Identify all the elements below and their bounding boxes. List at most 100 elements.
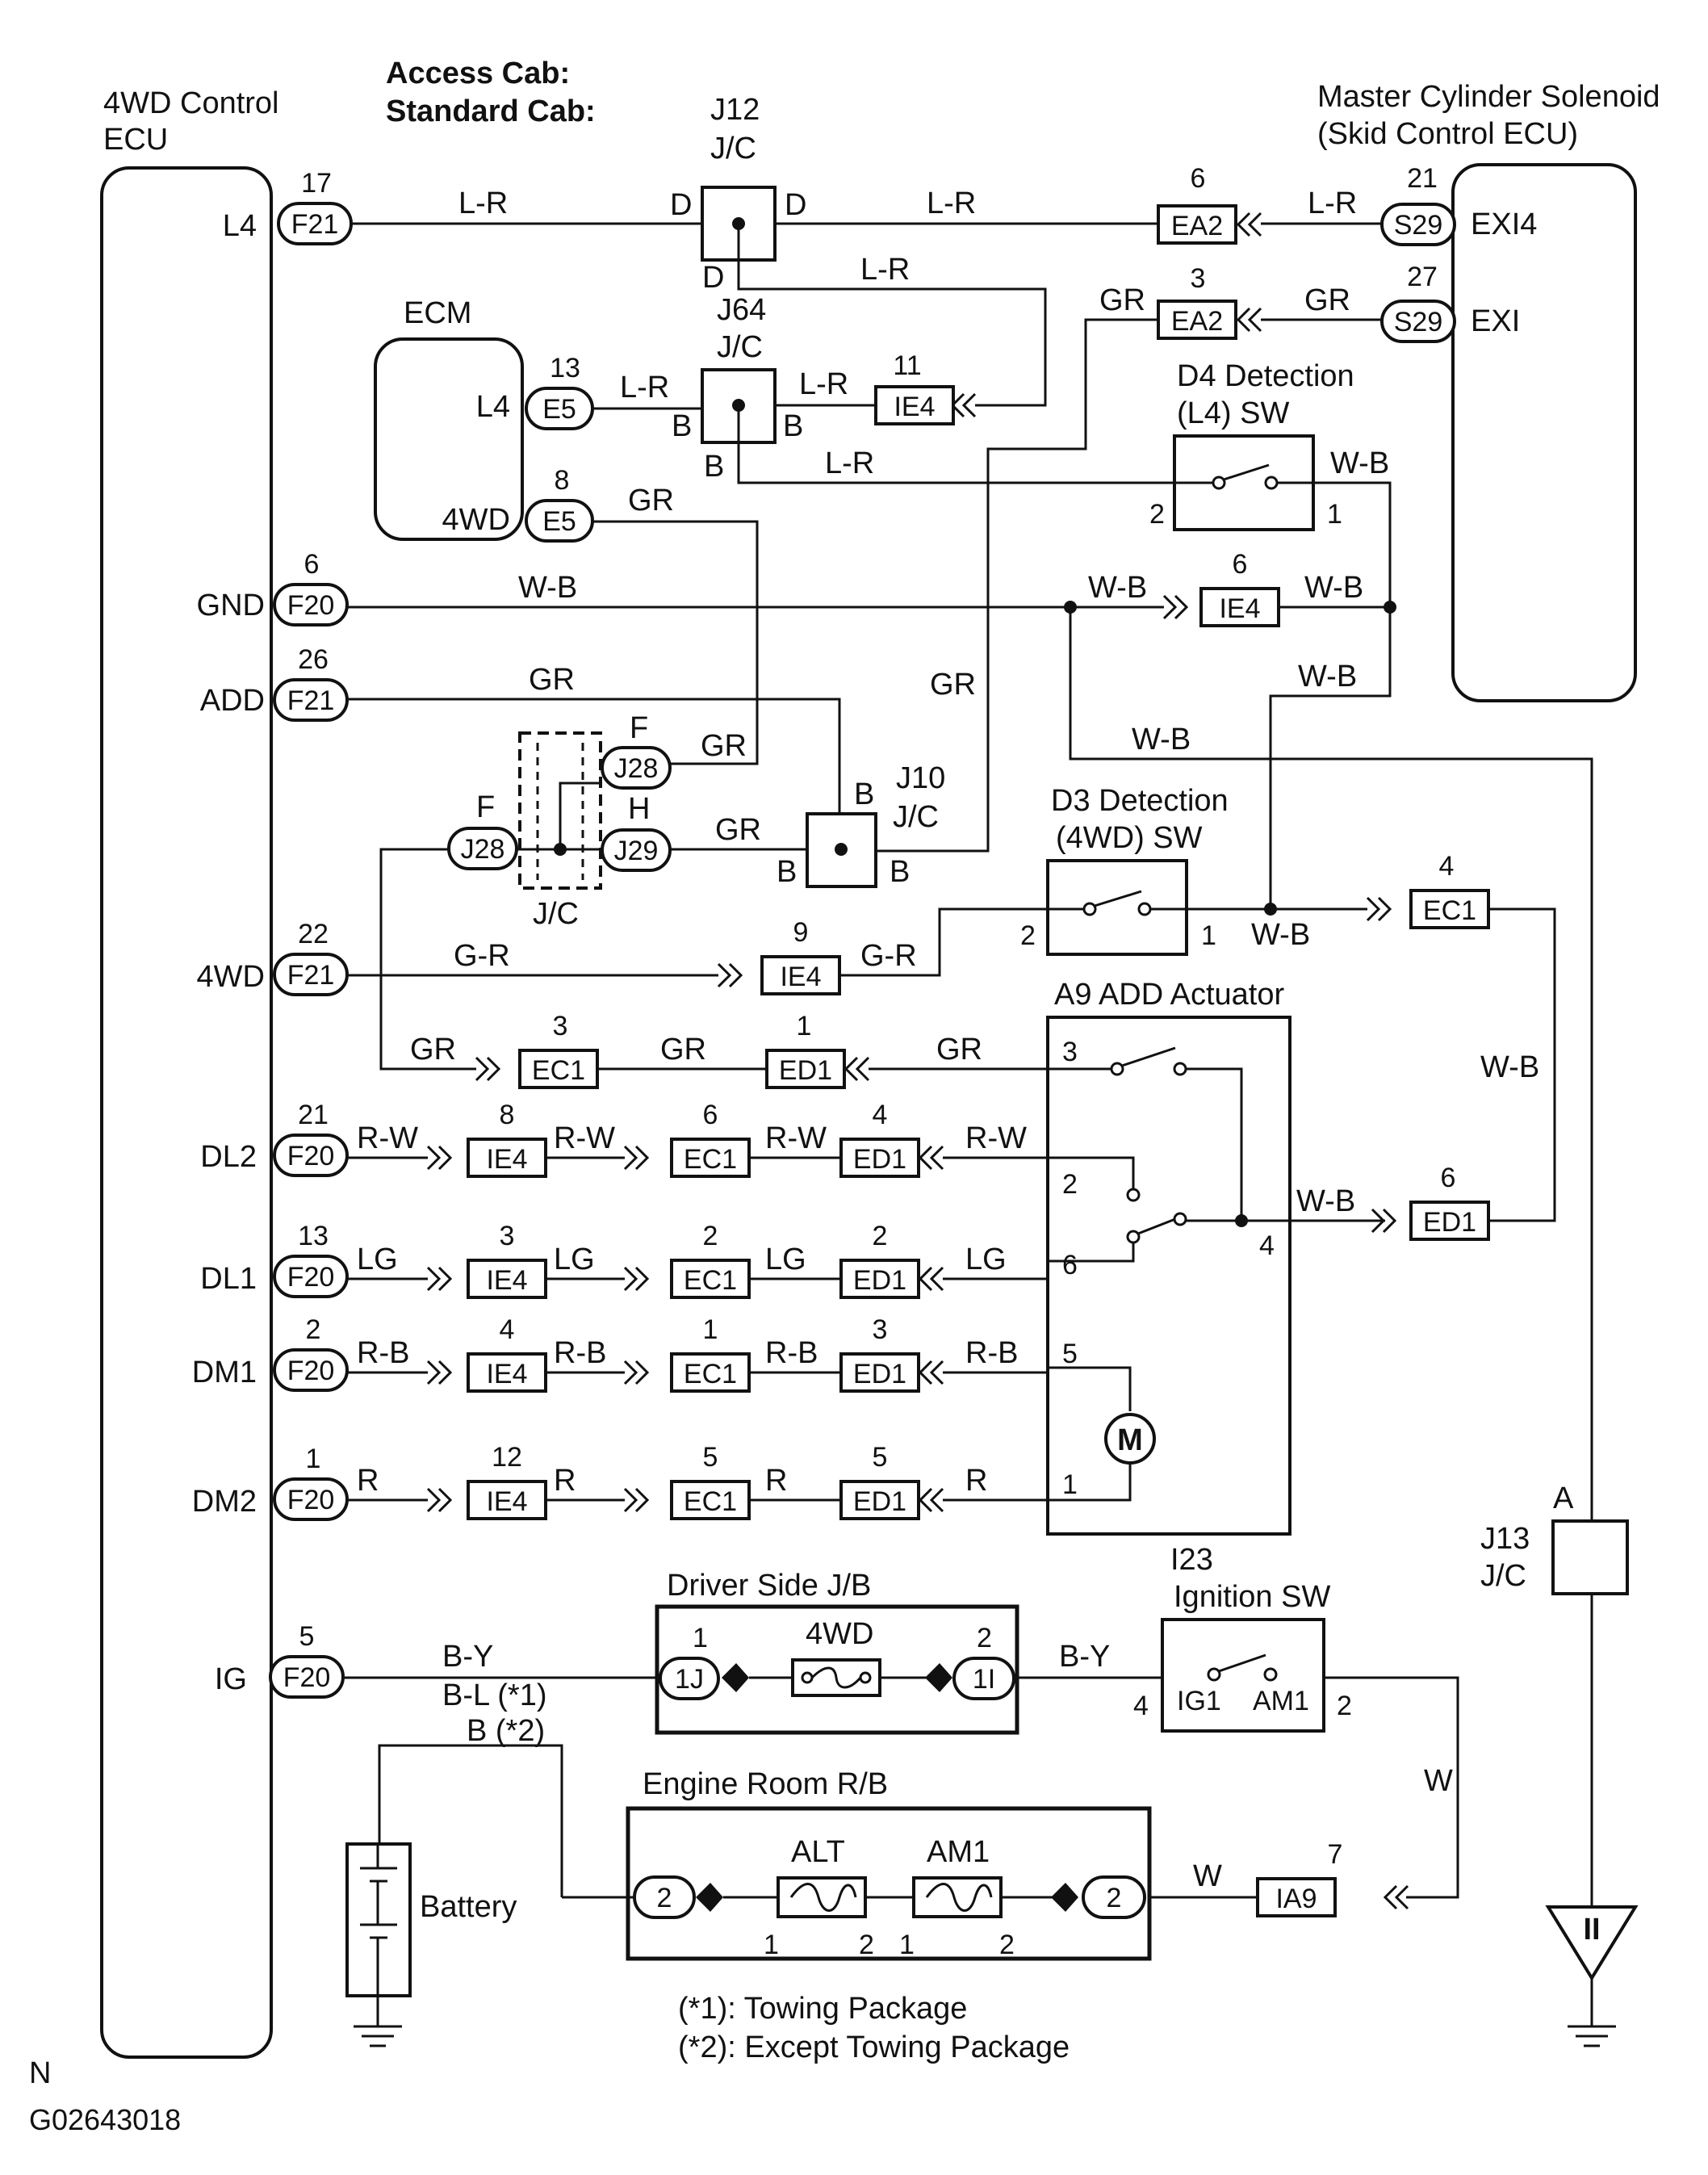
ground-symbol-label: II [1583, 1913, 1600, 1947]
standard-cab-label: Standard Cab: [386, 94, 596, 128]
pin-label-b: B [704, 450, 724, 484]
master-cyl-pin-exi: EXI [1471, 304, 1520, 338]
s29-connector-21: 21 S29 [1380, 163, 1456, 246]
junction-jc-label: J/C [533, 897, 579, 931]
ecu-connector-dl1: 13 F20 [273, 1221, 349, 1298]
ign-pin-2: 2 [1337, 1691, 1352, 1721]
pin-number: 6 [304, 549, 320, 580]
wire-label-gr: GR [1304, 283, 1350, 317]
wire-label-dm2: R [357, 1464, 379, 1498]
connector-id: ED1 [853, 1359, 906, 1389]
wire-label-dl2: R-W [765, 1121, 827, 1155]
pin-number: 2 [703, 1221, 718, 1251]
ecu-connector-ig: 5 F20 [269, 1621, 345, 1699]
connector-arrow [919, 1145, 944, 1171]
wire-ie4-to-d3 [839, 907, 1082, 977]
s29-connector-27: 27 S29 [1380, 262, 1456, 343]
wire-label-lr: L-R [458, 186, 508, 220]
pin-label-f: F [476, 790, 495, 824]
connector-arrow [426, 1487, 452, 1513]
ecu-connector-dl2: 21 F20 [273, 1100, 349, 1177]
wire-label-dl2: R-W [965, 1121, 1027, 1155]
ecu-4wd-control-box [100, 166, 273, 2059]
ecu-term-add: ADD [200, 684, 265, 718]
wire-label-dl1: LG [554, 1243, 595, 1276]
connector-id: F20 [287, 1141, 335, 1171]
pin-label-f: F [630, 711, 648, 745]
connector-id: IE4 [894, 392, 935, 422]
pin-number: 8 [555, 465, 570, 496]
connector-id: EC1 [684, 1486, 737, 1517]
connector-id: ED1 [1423, 1207, 1476, 1238]
wire-label-wb: W-B [1088, 571, 1147, 605]
wire-d4-wb [1313, 481, 1392, 607]
connector-id: IE4 [486, 1265, 527, 1296]
j28-connector-right: F J28 [601, 711, 672, 790]
wire-label-dl1: LG [357, 1243, 398, 1276]
wire-label-w: W [1424, 1764, 1453, 1798]
wire-add-gr [347, 698, 841, 814]
pin-number: 1 [797, 1011, 812, 1041]
pin-label-b: B [890, 855, 910, 889]
pin-number: 5 [873, 1442, 888, 1473]
ia9-connector-7: 7 IA9 [1256, 1839, 1342, 1917]
junction-j12-jc: J/C [710, 132, 756, 166]
connector-id: 2 [657, 1883, 672, 1913]
signal-rows: R-W8IE4R-W6EC1R-W4ED1R-WLG3IE4LG2EC1LG2E… [347, 1100, 1048, 1520]
wire-label-b: B (*2) [467, 1714, 545, 1748]
conn-1i: 1I [952, 1657, 1015, 1700]
connector-id: EA2 [1171, 306, 1223, 337]
ea2-connector-6: 6 EA2 [1157, 163, 1237, 245]
wire-label-wb: W-B [1330, 446, 1389, 480]
connector-arrow [919, 1360, 944, 1385]
j28-connector-left: F J28 [447, 790, 518, 870]
junction-j64-jc: J/C [717, 330, 763, 364]
ecu-term-dl1: DL1 [200, 1262, 257, 1296]
ecu-term-dm1: DM1 [192, 1356, 257, 1389]
connector-arrow [919, 1266, 944, 1292]
connector-id: IE4 [1219, 593, 1260, 624]
connector-id: S29 [1394, 307, 1443, 337]
wire-j28-gr-to-ec1 [379, 848, 476, 1071]
wire-label-dm1: R-B [765, 1336, 818, 1370]
connector-id: IA9 [1275, 1884, 1317, 1914]
pin-label-d: D [785, 188, 806, 222]
connector-arrow [623, 1360, 649, 1385]
driver-side-jb-title: Driver Side J/B [667, 1569, 871, 1603]
pin-number: 2 [306, 1314, 321, 1345]
junction-j13-box [1551, 1519, 1629, 1595]
connector-id: EC1 [532, 1055, 585, 1086]
wire-label-gr: GR [930, 668, 976, 702]
pin-number: 9 [793, 917, 809, 948]
fuse-pin-1: 1 [764, 1930, 779, 1960]
footer-code: G02643018 [29, 2103, 181, 2136]
wire-label-wb: W-B [1251, 918, 1310, 952]
ed1-connector-1: 1 ED1 [765, 1011, 846, 1089]
terminal-arrow [696, 1883, 723, 1912]
wire-label-gr: GR [628, 484, 674, 518]
wire-label-dl2: R-W [554, 1121, 615, 1155]
connector-id: F20 [287, 1262, 335, 1293]
master-cylinder-box [1451, 163, 1637, 702]
wire-label-gr2: G-R [860, 939, 917, 973]
terminal-arrow [1051, 1883, 1078, 1912]
connector-id: S29 [1394, 210, 1443, 241]
pin-number: 3 [553, 1011, 568, 1041]
pin-number: 6 [703, 1100, 718, 1130]
connector-id: ED1 [853, 1486, 906, 1517]
wire-label-gr: GR [410, 1033, 456, 1067]
add-actuator-box [1046, 1016, 1291, 1536]
jb-pin-2: 2 [977, 1623, 992, 1653]
wire-label-dl2: R-W [357, 1121, 418, 1155]
wire-label-lr: L-R [825, 446, 874, 480]
connector-id: 1J [675, 1664, 704, 1695]
pin-number: 3 [873, 1314, 888, 1345]
junction-j64-label: J64 [717, 293, 766, 327]
motor-label: M [1117, 1423, 1143, 1457]
